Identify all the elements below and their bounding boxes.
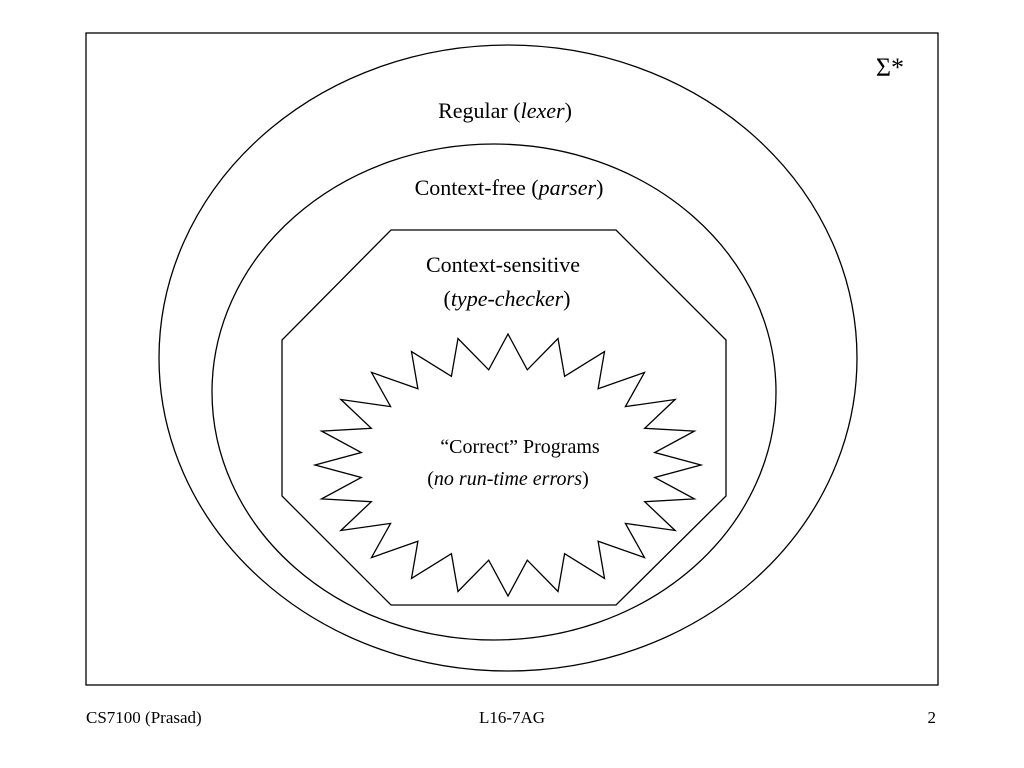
regular-name: Regular bbox=[438, 98, 508, 123]
correct-programs-starburst bbox=[312, 332, 704, 598]
footer-course: CS7100 (Prasad) bbox=[86, 708, 202, 727]
regular-label: Regular (lexer) bbox=[438, 98, 572, 123]
footer-lecture-id: L16-7AG bbox=[478, 708, 546, 727]
context-sensitive-tool: type-checker bbox=[451, 286, 564, 311]
footer-page-number: 2 bbox=[927, 708, 937, 727]
context-free-close-paren: ) bbox=[596, 175, 603, 200]
context-sensitive-close-paren: ) bbox=[563, 286, 570, 311]
context-sensitive-octagon bbox=[281, 229, 727, 606]
context-free-ellipse bbox=[211, 143, 777, 641]
correct-programs-close-paren: ) bbox=[582, 468, 589, 490]
regular-ellipse bbox=[158, 44, 858, 672]
context-free-tool: parser bbox=[537, 175, 597, 200]
correct-programs-tool: no run-time errors bbox=[434, 468, 582, 490]
context-free-open-paren: ( bbox=[526, 175, 539, 200]
universe-label: Σ* bbox=[876, 53, 904, 82]
context-sensitive-sublabel: (type-checker) bbox=[443, 286, 570, 311]
context-sensitive-label: Context-sensitive bbox=[426, 252, 580, 277]
regular-close-paren: ) bbox=[565, 98, 572, 123]
regular-tool: lexer bbox=[521, 98, 565, 123]
context-free-name: Context-free bbox=[415, 175, 526, 200]
correct-programs-label: “Correct” Programs bbox=[440, 436, 600, 458]
universe-box bbox=[85, 32, 939, 686]
correct-programs-open-paren: ( bbox=[427, 468, 434, 490]
regular-open-paren: ( bbox=[508, 98, 521, 123]
context-sensitive-open-paren: ( bbox=[443, 286, 450, 311]
context-free-label: Context-free (parser) bbox=[415, 175, 604, 200]
correct-programs-sublabel: (no run-time errors) bbox=[427, 468, 589, 490]
